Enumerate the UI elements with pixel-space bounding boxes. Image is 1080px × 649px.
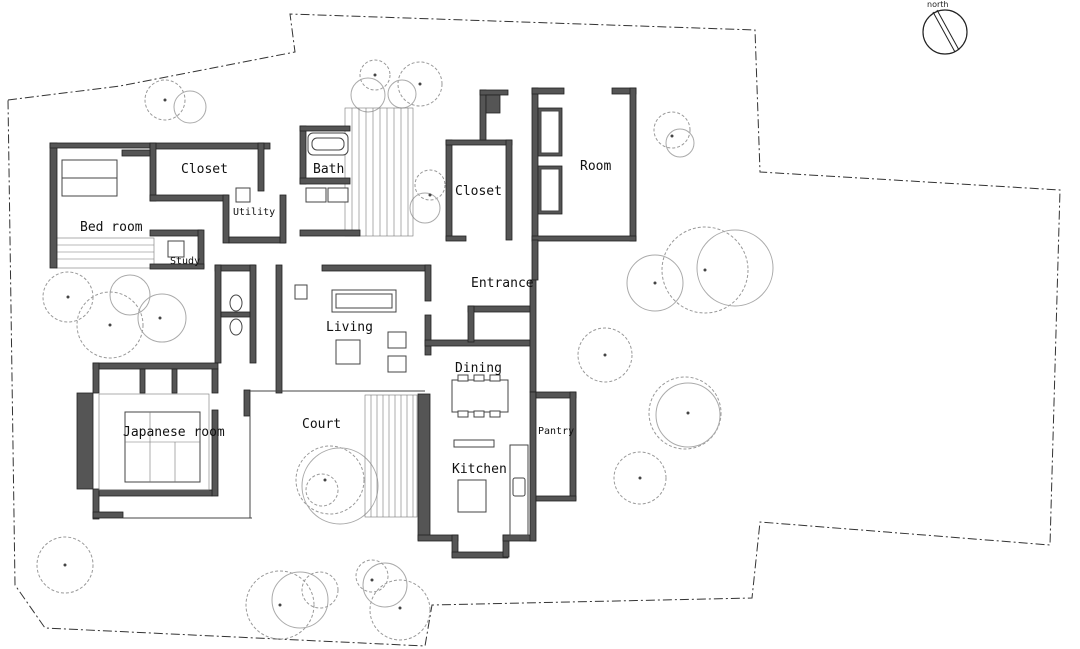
room-label-closet-west: Closet xyxy=(181,162,228,177)
room-label-kitchen: Kitchen xyxy=(452,462,507,477)
room-label-utility: Utility xyxy=(233,207,275,218)
north-arrow-icon: north xyxy=(922,0,968,55)
site-trees xyxy=(36,59,774,641)
bedroom-deck xyxy=(55,237,155,269)
room-label-pantry: Pantry xyxy=(538,426,574,437)
room-label-living: Living xyxy=(326,320,373,335)
north-deck xyxy=(344,107,414,237)
north-label: north xyxy=(927,0,948,9)
walls-east-wing xyxy=(445,87,637,281)
walls-japanese-room xyxy=(76,362,425,520)
room-label-court: Court xyxy=(302,417,341,432)
court-deck xyxy=(364,394,418,518)
living-furniture xyxy=(294,284,407,373)
room-label-japanese-room: Japanese room xyxy=(123,425,225,440)
room-label-closet-east: Closet xyxy=(455,184,502,199)
room-label-study: Study xyxy=(170,256,200,267)
site-boundary xyxy=(7,13,1061,647)
walls-bath xyxy=(299,125,361,237)
room-label-bath: Bath xyxy=(313,162,344,177)
walls-kitchen xyxy=(417,374,577,559)
bedroom-furniture xyxy=(61,159,251,258)
walls-west-wing xyxy=(49,142,287,270)
room-label-bedroom: Bed room xyxy=(80,220,143,235)
room-label-room: Room xyxy=(580,159,611,174)
walls-central xyxy=(214,264,537,394)
room-label-entrance: Entrance xyxy=(471,276,534,291)
room-label-dining: Dining xyxy=(455,361,502,376)
